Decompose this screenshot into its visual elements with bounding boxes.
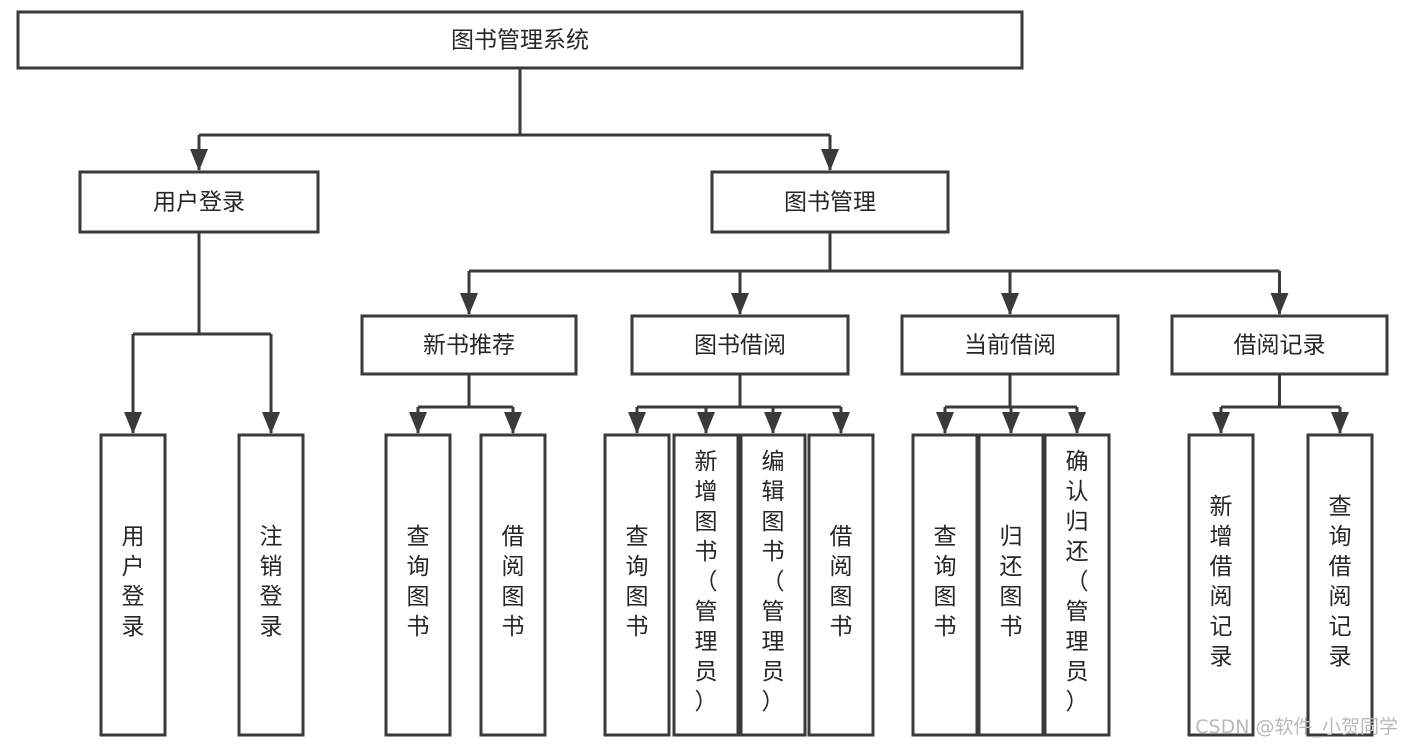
- arrow-head-icon: [1331, 412, 1349, 434]
- node-leaf-9-shape[interactable]: [977, 433, 1045, 737]
- node-leaf-11-label: 新增借阅记录: [1210, 494, 1233, 670]
- node-level3-0-label: 新书推荐: [423, 333, 515, 359]
- arrow-head-icon: [1068, 412, 1086, 434]
- node-leaf-5[interactable]: 新增图书（管理员）: [672, 433, 740, 737]
- node-leaf-0-shape[interactable]: [99, 433, 167, 737]
- node-leaf-3-label: 借阅图书: [502, 524, 525, 640]
- node-leaf-7[interactable]: 借阅图书: [807, 433, 875, 737]
- node-leaf-4-shape[interactable]: [603, 433, 671, 737]
- node-leaf-0[interactable]: 用户登录: [99, 433, 167, 737]
- node-root-system-shape[interactable]: [16, 10, 1024, 70]
- arrow-head-icon: [1001, 293, 1019, 315]
- arrow-head-icon: [262, 412, 280, 434]
- arrow-head-icon: [190, 149, 208, 171]
- node-leaf-0-label: 用户登录: [122, 524, 145, 640]
- node-root-system[interactable]: 图书管理系统: [16, 10, 1024, 70]
- node-root-system-label: 图书管理系统: [451, 28, 589, 54]
- node-leaf-1-shape[interactable]: [237, 433, 305, 737]
- node-leaf-8-label: 查询图书: [934, 524, 957, 640]
- node-leaf-11[interactable]: 新增借阅记录: [1187, 433, 1255, 737]
- arrow-head-icon: [832, 412, 850, 434]
- node-leaf-3[interactable]: 借阅图书: [479, 433, 547, 737]
- node-leaf-6-shape[interactable]: [739, 433, 807, 737]
- arrow-head-icon: [936, 412, 954, 434]
- node-leaf-10-label: 确认归还（管理员）: [1066, 449, 1089, 715]
- node-leaf-12[interactable]: 查询借阅记录: [1306, 433, 1374, 737]
- node-leaf-1[interactable]: 注销登录: [237, 433, 305, 737]
- node-leaf-7-label: 借阅图书: [830, 524, 853, 640]
- node-leaf-2-shape[interactable]: [384, 433, 452, 737]
- node-leaf-5-label: 新增图书（管理员）: [695, 449, 718, 715]
- node-leaf-10[interactable]: 确认归还（管理员）: [1043, 433, 1111, 737]
- arrow-head-icon: [697, 412, 715, 434]
- node-leaf-9-label: 归还图书: [1000, 524, 1023, 640]
- boxes-layer: 图书管理系统用户登录图书管理新书推荐图书借阅当前借阅借阅记录用户登录注销登录查询…: [16, 10, 1389, 737]
- node-level3-1[interactable]: 图书借阅: [630, 314, 850, 376]
- arrow-head-icon: [821, 149, 839, 171]
- arrow-head-icon: [409, 412, 427, 434]
- node-leaf-3-shape[interactable]: [479, 433, 547, 737]
- node-level3-3[interactable]: 借阅记录: [1170, 314, 1389, 376]
- node-level3-3-shape[interactable]: [1170, 314, 1389, 376]
- node-level3-2-shape[interactable]: [900, 314, 1120, 376]
- node-leaf-5-shape[interactable]: [672, 433, 740, 737]
- node-level2-0[interactable]: 用户登录: [78, 170, 320, 234]
- node-level3-2-label: 当前借阅: [964, 333, 1056, 359]
- node-leaf-6-label: 编辑图书（管理员）: [762, 449, 785, 715]
- node-level3-3-label: 借阅记录: [1234, 333, 1326, 359]
- node-leaf-6[interactable]: 编辑图书（管理员）: [739, 433, 807, 737]
- node-leaf-2[interactable]: 查询图书: [384, 433, 452, 737]
- arrow-head-icon: [504, 412, 522, 434]
- arrow-head-icon: [628, 412, 646, 434]
- csdn-watermark: CSDN @软件_小贺同学: [1195, 716, 1398, 738]
- node-leaf-9[interactable]: 归还图书: [977, 433, 1045, 737]
- node-level3-0-shape[interactable]: [360, 314, 578, 376]
- arrow-head-icon: [460, 293, 478, 315]
- node-leaf-7-shape[interactable]: [807, 433, 875, 737]
- node-leaf-2-label: 查询图书: [407, 524, 430, 640]
- node-level2-1-label: 图书管理: [784, 190, 876, 216]
- node-level3-2[interactable]: 当前借阅: [900, 314, 1120, 376]
- node-leaf-11-shape[interactable]: [1187, 433, 1255, 737]
- node-leaf-8[interactable]: 查询图书: [911, 433, 979, 737]
- arrow-head-icon: [1270, 293, 1289, 315]
- node-level3-1-shape[interactable]: [630, 314, 850, 376]
- arrow-head-icon: [764, 412, 782, 434]
- node-level2-1[interactable]: 图书管理: [710, 170, 950, 234]
- node-level2-0-shape[interactable]: [78, 170, 320, 234]
- node-leaf-12-label: 查询借阅记录: [1329, 494, 1352, 670]
- arrow-head-icon: [124, 412, 142, 434]
- node-leaf-4[interactable]: 查询图书: [603, 433, 671, 737]
- node-leaf-10-shape[interactable]: [1043, 433, 1111, 737]
- node-leaf-12-shape[interactable]: [1306, 433, 1374, 737]
- node-level3-0[interactable]: 新书推荐: [360, 314, 578, 376]
- arrow-head-icon: [1002, 412, 1020, 434]
- arrow-head-icon: [1212, 412, 1230, 434]
- node-level2-1-shape[interactable]: [710, 170, 950, 234]
- node-leaf-8-shape[interactable]: [911, 433, 979, 737]
- node-leaf-1-label: 注销登录: [260, 524, 283, 640]
- node-level3-1-label: 图书借阅: [694, 333, 786, 359]
- connectors-layer: [124, 68, 1349, 434]
- node-level2-0-label: 用户登录: [153, 190, 245, 216]
- arrow-head-icon: [731, 293, 749, 315]
- node-leaf-4-label: 查询图书: [626, 524, 649, 640]
